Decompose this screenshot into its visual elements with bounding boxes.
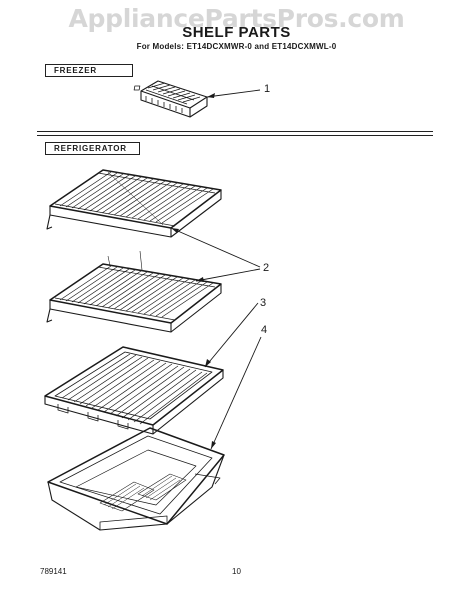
wire-shelf-upper — [46, 169, 222, 238]
watermark: AppliancePartsPros.com — [68, 4, 405, 33]
crisper-drawer — [47, 427, 225, 531]
crisper-cover — [44, 346, 224, 435]
section-divider-bottom — [37, 135, 433, 136]
wire-shelf-lower — [46, 250, 222, 333]
ice-cube-tray — [133, 80, 208, 118]
diagram-code: 789141 — [40, 567, 67, 576]
callout-1: 1 — [264, 83, 271, 95]
page-title: SHELF PARTS — [182, 24, 291, 41]
callout-4: 4 — [261, 324, 268, 336]
page-number: 10 — [232, 567, 241, 576]
model-subtitle: For Models: ET14DCXMWR-0 and ET14DCXMWL-… — [136, 42, 337, 51]
section-divider-top — [37, 131, 433, 132]
freezer-section-label: FREEZER — [45, 64, 133, 77]
callout-2: 2 — [263, 262, 270, 274]
callout-3: 3 — [260, 297, 267, 309]
refrigerator-section-label: REFRIGERATOR — [45, 142, 140, 155]
leader-lines — [170, 89, 262, 450]
